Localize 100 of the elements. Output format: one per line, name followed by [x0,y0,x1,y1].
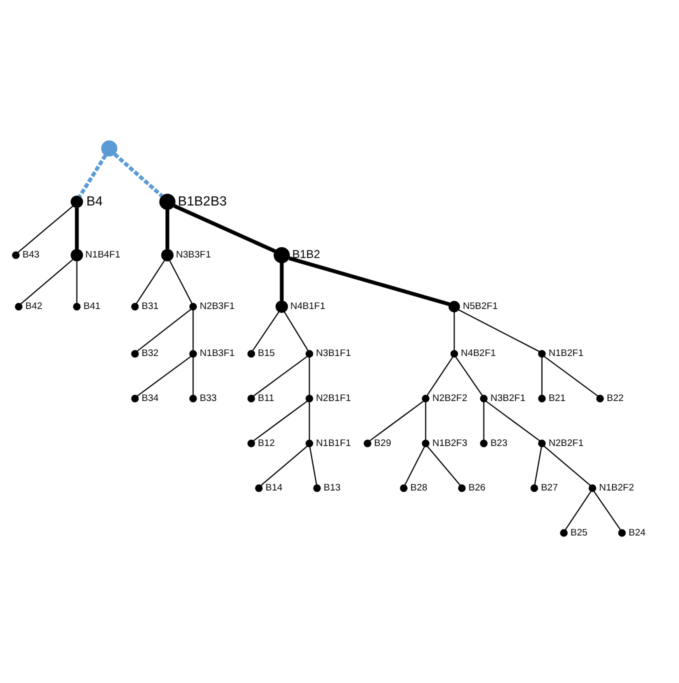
node-circle [596,394,604,402]
connector [483,402,484,440]
node-label: B33 [200,392,217,404]
node-label: N1B2F2 [599,482,634,494]
node-label: B42 [25,300,42,312]
node-label: N3B3F1 [176,249,211,260]
node-label: N1B2F3 [432,437,468,448]
connector [252,310,280,350]
node-circle [247,350,256,358]
node-label: B32 [142,348,159,359]
node-circle [70,195,84,208]
connector [165,209,170,249]
node-label: B12 [258,437,275,448]
connector [253,400,308,441]
node-label: N1B2F1 [548,348,584,359]
node-circle [131,350,139,358]
connector [76,260,78,303]
node-label: N5B2F1 [462,300,498,312]
node-circle [422,439,430,447]
node-circle [530,484,538,492]
node-circle [101,140,118,156]
connector [454,312,455,350]
node-label: B31 [142,300,159,312]
connector [426,446,460,485]
node-label: B23 [490,437,508,448]
node-label: B4 [86,192,103,208]
node-label: N3B2F1 [490,392,526,404]
node-label: B11 [258,392,274,404]
node-label: B34 [142,392,159,404]
node-circle [448,300,460,312]
node-label: B22 [606,392,624,404]
connector [18,205,74,252]
node-circle [189,302,197,310]
node-label: B43 [22,249,40,260]
connector [455,356,483,396]
node-label: N1B4F1 [85,249,120,260]
node-circle [276,300,288,312]
node-circle [480,439,488,447]
node-label: B41 [84,300,100,312]
node-circle [189,394,197,402]
node-label: N2B1F1 [316,392,351,404]
connector [426,356,454,396]
node-circle [538,394,546,402]
node-circle [400,484,408,492]
node-circle [255,484,263,492]
connector [593,490,621,530]
node-circle [458,484,466,492]
node-circle [247,439,256,447]
connector [369,400,424,441]
node-circle [70,248,84,261]
node-circle [538,350,546,358]
connector [78,154,108,198]
node-label: N4B2F1 [460,348,496,359]
node-label: B24 [628,526,646,538]
node-circle [159,193,176,210]
connector [253,355,308,396]
node-circle [364,439,372,447]
node-circle [306,394,314,402]
node-circle [12,250,20,258]
node-label: N2B2F2 [432,392,468,404]
node-label: B15 [258,348,275,359]
connector [309,446,318,484]
connector [458,308,540,352]
connector [486,400,540,441]
node-label: N1B1F1 [316,437,351,448]
node-circle [14,302,23,310]
connector [534,446,542,484]
connector [544,355,598,396]
node-label: N4B1F1 [290,300,326,312]
connector [564,490,592,530]
connector [288,256,450,306]
connector [136,308,192,352]
node-circle [480,394,488,402]
node-label: B28 [410,482,428,494]
connector [136,260,166,304]
connector [280,262,284,300]
connector [541,356,542,395]
connector [308,356,310,395]
connector [173,204,276,252]
node-circle [274,246,290,263]
connector [136,355,192,396]
node-circle [131,302,139,310]
node-label: N2B2F1 [548,437,584,448]
node-label: B14 [266,482,282,494]
node-circle [306,350,314,358]
node-label: N3B1F1 [316,348,351,359]
node-label: B13 [324,482,341,494]
connector [74,207,79,249]
node-label: N2B3F1 [200,300,235,312]
node-circle [422,394,430,402]
connector [20,258,74,304]
node-circle [618,528,626,536]
connector [308,402,310,440]
connector [260,445,308,486]
connector [284,310,308,350]
connector [113,152,164,197]
node-label: B1B2B3 [178,192,227,208]
connector [404,446,425,484]
node-circle [560,528,568,536]
node-label: B1B2 [292,248,320,261]
